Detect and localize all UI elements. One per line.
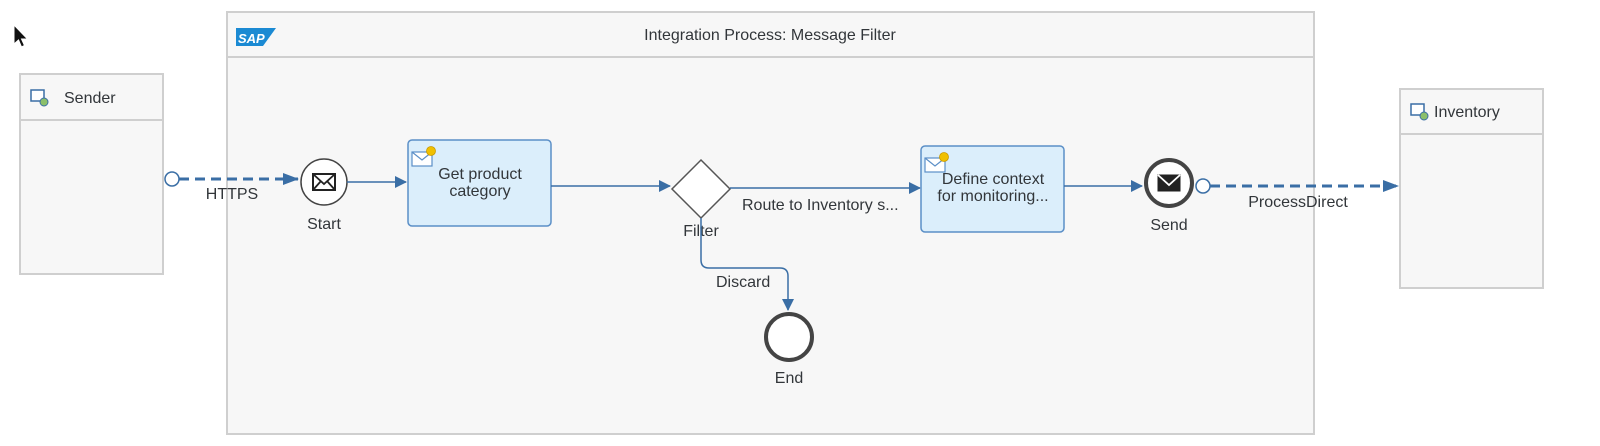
task-get-product-category[interactable]: Get product category [407, 139, 552, 227]
task-define-context-line1: Define context [942, 171, 1045, 188]
flow-process-direct-source [1195, 178, 1211, 194]
end-event-label: End [775, 370, 803, 387]
task-get-product-line1: Get product [438, 166, 522, 183]
flow-route-label: Route to Inventory s... [742, 197, 899, 214]
send-event[interactable]: Send [1144, 158, 1194, 234]
flow-discard-label: Discard [716, 274, 770, 291]
participant-sender[interactable]: Sender [19, 73, 164, 275]
participant-inventory-label: Inventory [1434, 104, 1500, 121]
task-get-product-line2: category [449, 183, 510, 200]
flow-discard[interactable]: Discard [700, 218, 794, 311]
participant-icon [1410, 103, 1429, 121]
send-event-label: Send [1150, 217, 1187, 234]
envelope-icon [312, 173, 336, 191]
flow-route-to-inventory[interactable]: Route to Inventory s... [730, 182, 921, 214]
task-define-context-line2: for monitoring... [937, 188, 1048, 205]
start-event-label: Start [307, 216, 341, 233]
flow-process-direct-label: ProcessDirect [1248, 194, 1348, 211]
mouse-cursor-icon [13, 23, 29, 48]
participant-icon [30, 89, 49, 107]
participant-sender-label: Sender [64, 90, 116, 107]
flow-https-label: HTTPS [206, 186, 258, 203]
flow-process-direct[interactable]: ProcessDirect [1195, 178, 1399, 211]
task-define-context[interactable]: Define context for monitoring... [920, 145, 1065, 233]
flow-https-source [164, 171, 180, 187]
start-event[interactable]: Start [300, 158, 348, 233]
content-modifier-icon [924, 152, 949, 173]
sap-logo: SAP [236, 28, 276, 46]
pool-title: Integration Process: Message Filter [644, 27, 896, 44]
participant-inventory[interactable]: Inventory [1399, 88, 1544, 289]
end-event[interactable]: End [764, 312, 814, 387]
flow-https[interactable]: HTTPS [164, 171, 299, 203]
pool-header [226, 11, 1315, 58]
sap-logo-text: SAP [238, 31, 265, 46]
envelope-icon [1157, 174, 1181, 192]
content-modifier-icon [411, 146, 436, 167]
